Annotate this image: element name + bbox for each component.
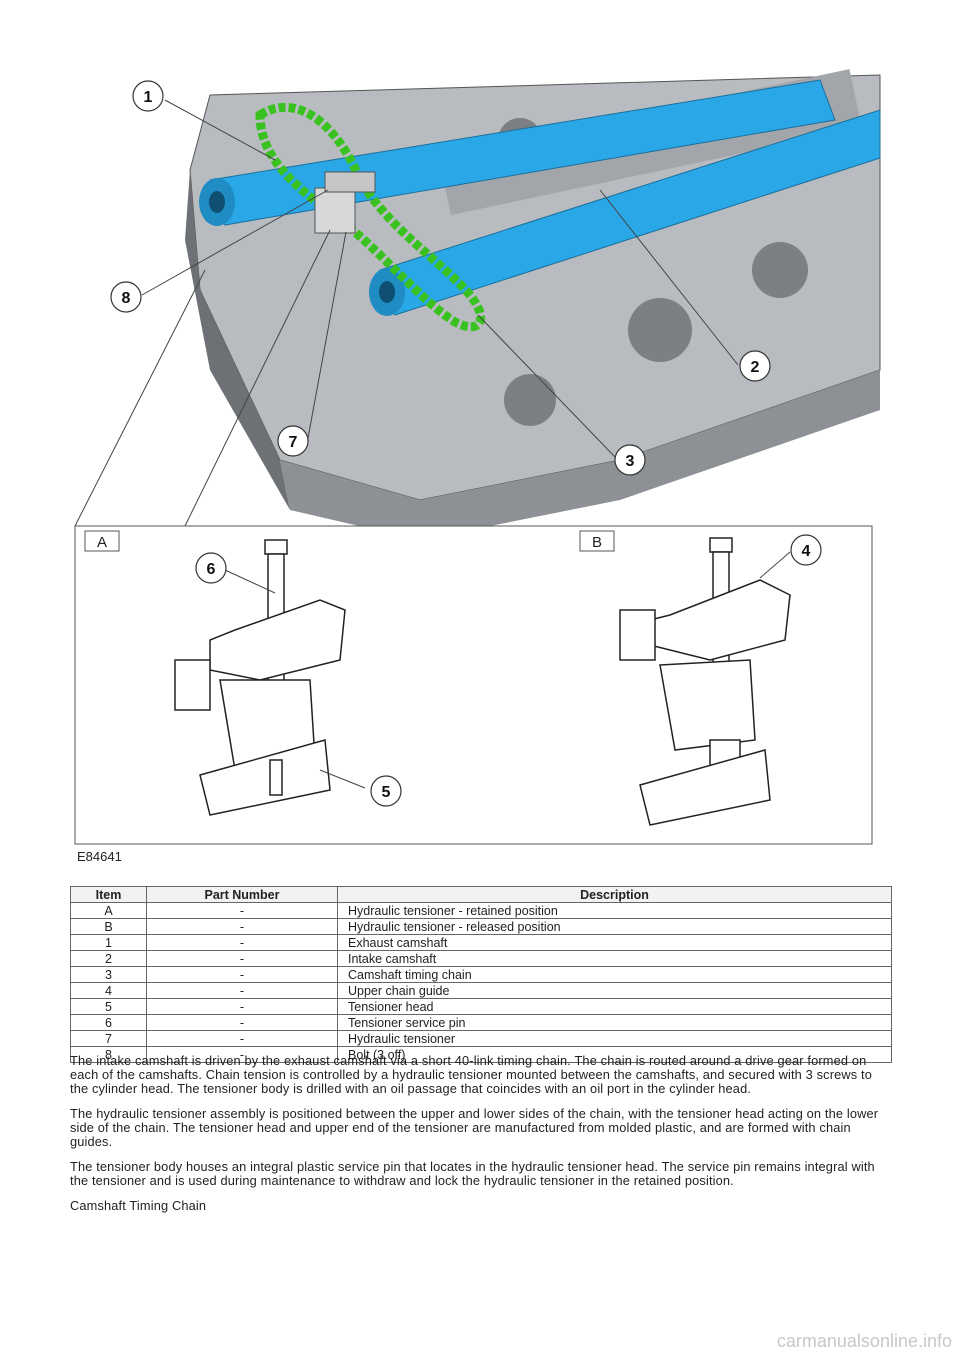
- header-description: Description: [337, 886, 892, 903]
- cell-description: Hydraulic tensioner - retained position: [337, 902, 892, 919]
- illustration-svg: 1 2 3 4 5 6 7 8 A B: [74, 69, 881, 845]
- cell-part-number: -: [146, 982, 338, 999]
- table-row: 3-Camshaft timing chain: [70, 966, 892, 983]
- cell-description: Tensioner service pin: [337, 1014, 892, 1031]
- watermark-link[interactable]: carmanualsonline.info: [776, 1331, 952, 1351]
- leader-lines: [74, 99, 739, 527]
- cell-part-number: -: [146, 934, 338, 951]
- cell-part-number: -: [146, 1030, 338, 1047]
- cell-item: 7: [70, 1030, 147, 1047]
- cell-item: 5: [70, 998, 147, 1015]
- callout-5: 5: [382, 784, 391, 801]
- paragraph-service-pin: The tensioner body houses an integral pl…: [70, 1159, 875, 1188]
- callout-1: 1: [144, 89, 153, 106]
- tensioner-retained-drawing: [174, 539, 346, 816]
- parts-table: Item Part Number Description A-Hydraulic…: [70, 886, 892, 1063]
- cell-item: 1: [70, 934, 147, 951]
- cell-description: Hydraulic tensioner: [337, 1030, 892, 1047]
- callout-4: 4: [802, 543, 811, 560]
- callout-2: 2: [751, 359, 760, 376]
- cell-part-number: -: [146, 998, 338, 1015]
- cell-item: 2: [70, 950, 147, 967]
- cell-description: Bolt (3 off): [337, 1046, 892, 1063]
- cell-part-number: -: [146, 950, 338, 967]
- table-row: 7-Hydraulic tensioner: [70, 1030, 892, 1047]
- cell-part-number: -: [146, 1014, 338, 1031]
- header-item: Item: [70, 886, 147, 903]
- cell-part-number: -: [146, 966, 338, 983]
- engine-illustration: 1 2 3 4 5 6 7 8 A B: [60, 40, 900, 870]
- callout-numbers: 1 2 3 4 5 6 7 8: [122, 89, 811, 801]
- table-row: 5-Tensioner head: [70, 998, 892, 1015]
- figure-id: E84641: [77, 849, 122, 864]
- cell-description: Intake camshaft: [337, 950, 892, 967]
- header-part-number: Part Number: [146, 886, 338, 903]
- cell-description: Camshaft timing chain: [337, 966, 892, 983]
- table-row: 1-Exhaust camshaft: [70, 934, 892, 951]
- cell-item: B: [70, 918, 147, 935]
- table-row: A-Hydraulic tensioner - retained positio…: [70, 902, 892, 919]
- table-row: 6-Tensioner service pin: [70, 1014, 892, 1031]
- table-row: 8-Bolt (3 off): [70, 1046, 892, 1063]
- cell-item: A: [70, 902, 147, 919]
- table-row: B-Hydraulic tensioner - released positio…: [70, 918, 892, 935]
- tensioner-installed: [314, 171, 376, 234]
- panel-leader-lines: [224, 551, 791, 789]
- paragraph-chain-drive: The intake camshaft is driven by the exh…: [70, 1053, 872, 1096]
- callout-6: 6: [207, 561, 216, 578]
- table-header-row: Item Part Number Description: [70, 886, 892, 903]
- intake-camshaft: [369, 109, 881, 316]
- cell-description: Hydraulic tensioner - released position: [337, 918, 892, 935]
- callout-8: 8: [122, 290, 131, 307]
- section-heading: Camshaft Timing Chain: [70, 1198, 207, 1213]
- cell-item: 3: [70, 966, 147, 983]
- callout-circles: [110, 80, 822, 807]
- cell-description: Tensioner head: [337, 998, 892, 1015]
- tensioner-released-drawing: [619, 537, 791, 826]
- paragraph-tensioner-position: The hydraulic tensioner assembly is posi…: [70, 1106, 879, 1149]
- cell-description: Upper chain guide: [337, 982, 892, 999]
- callout-3: 3: [626, 453, 635, 470]
- table-row: 2-Intake camshaft: [70, 950, 892, 967]
- cell-item: 6: [70, 1014, 147, 1031]
- body-text: The intake camshaft is driven by the exh…: [70, 1054, 892, 1224]
- cell-description: Exhaust camshaft: [337, 934, 892, 951]
- view-label-a: A: [97, 534, 107, 551]
- table-row: 4-Upper chain guide: [70, 982, 892, 999]
- view-label-b: B: [592, 534, 602, 551]
- cell-item: 4: [70, 982, 147, 999]
- cell-part-number: -: [146, 918, 338, 935]
- callout-7: 7: [289, 434, 298, 451]
- cell-part-number: -: [146, 902, 338, 919]
